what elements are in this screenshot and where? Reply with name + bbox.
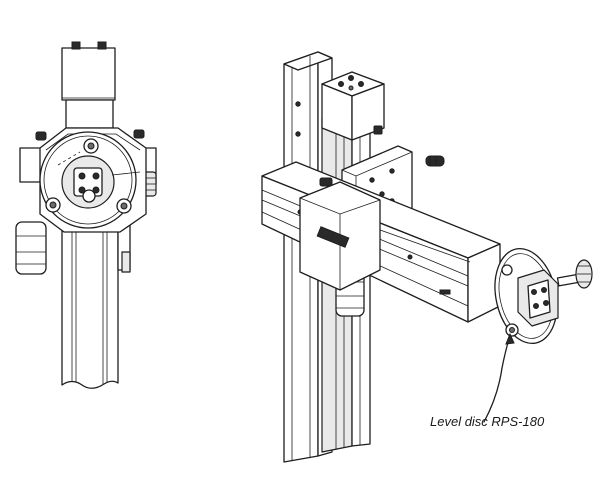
callout-arrowhead — [505, 332, 515, 345]
isometric-view — [261, 51, 593, 463]
motor-block-iso — [321, 71, 385, 141]
level-disc-front — [39, 131, 141, 229]
clamp-iso — [299, 155, 445, 291]
motor-block-front — [61, 41, 116, 129]
column-front — [61, 227, 119, 389]
front-view — [15, 41, 157, 389]
callout-leader — [483, 335, 511, 423]
level-disc-iso — [494, 247, 593, 345]
callout-label: Level disc RPS-180 — [430, 414, 545, 429]
